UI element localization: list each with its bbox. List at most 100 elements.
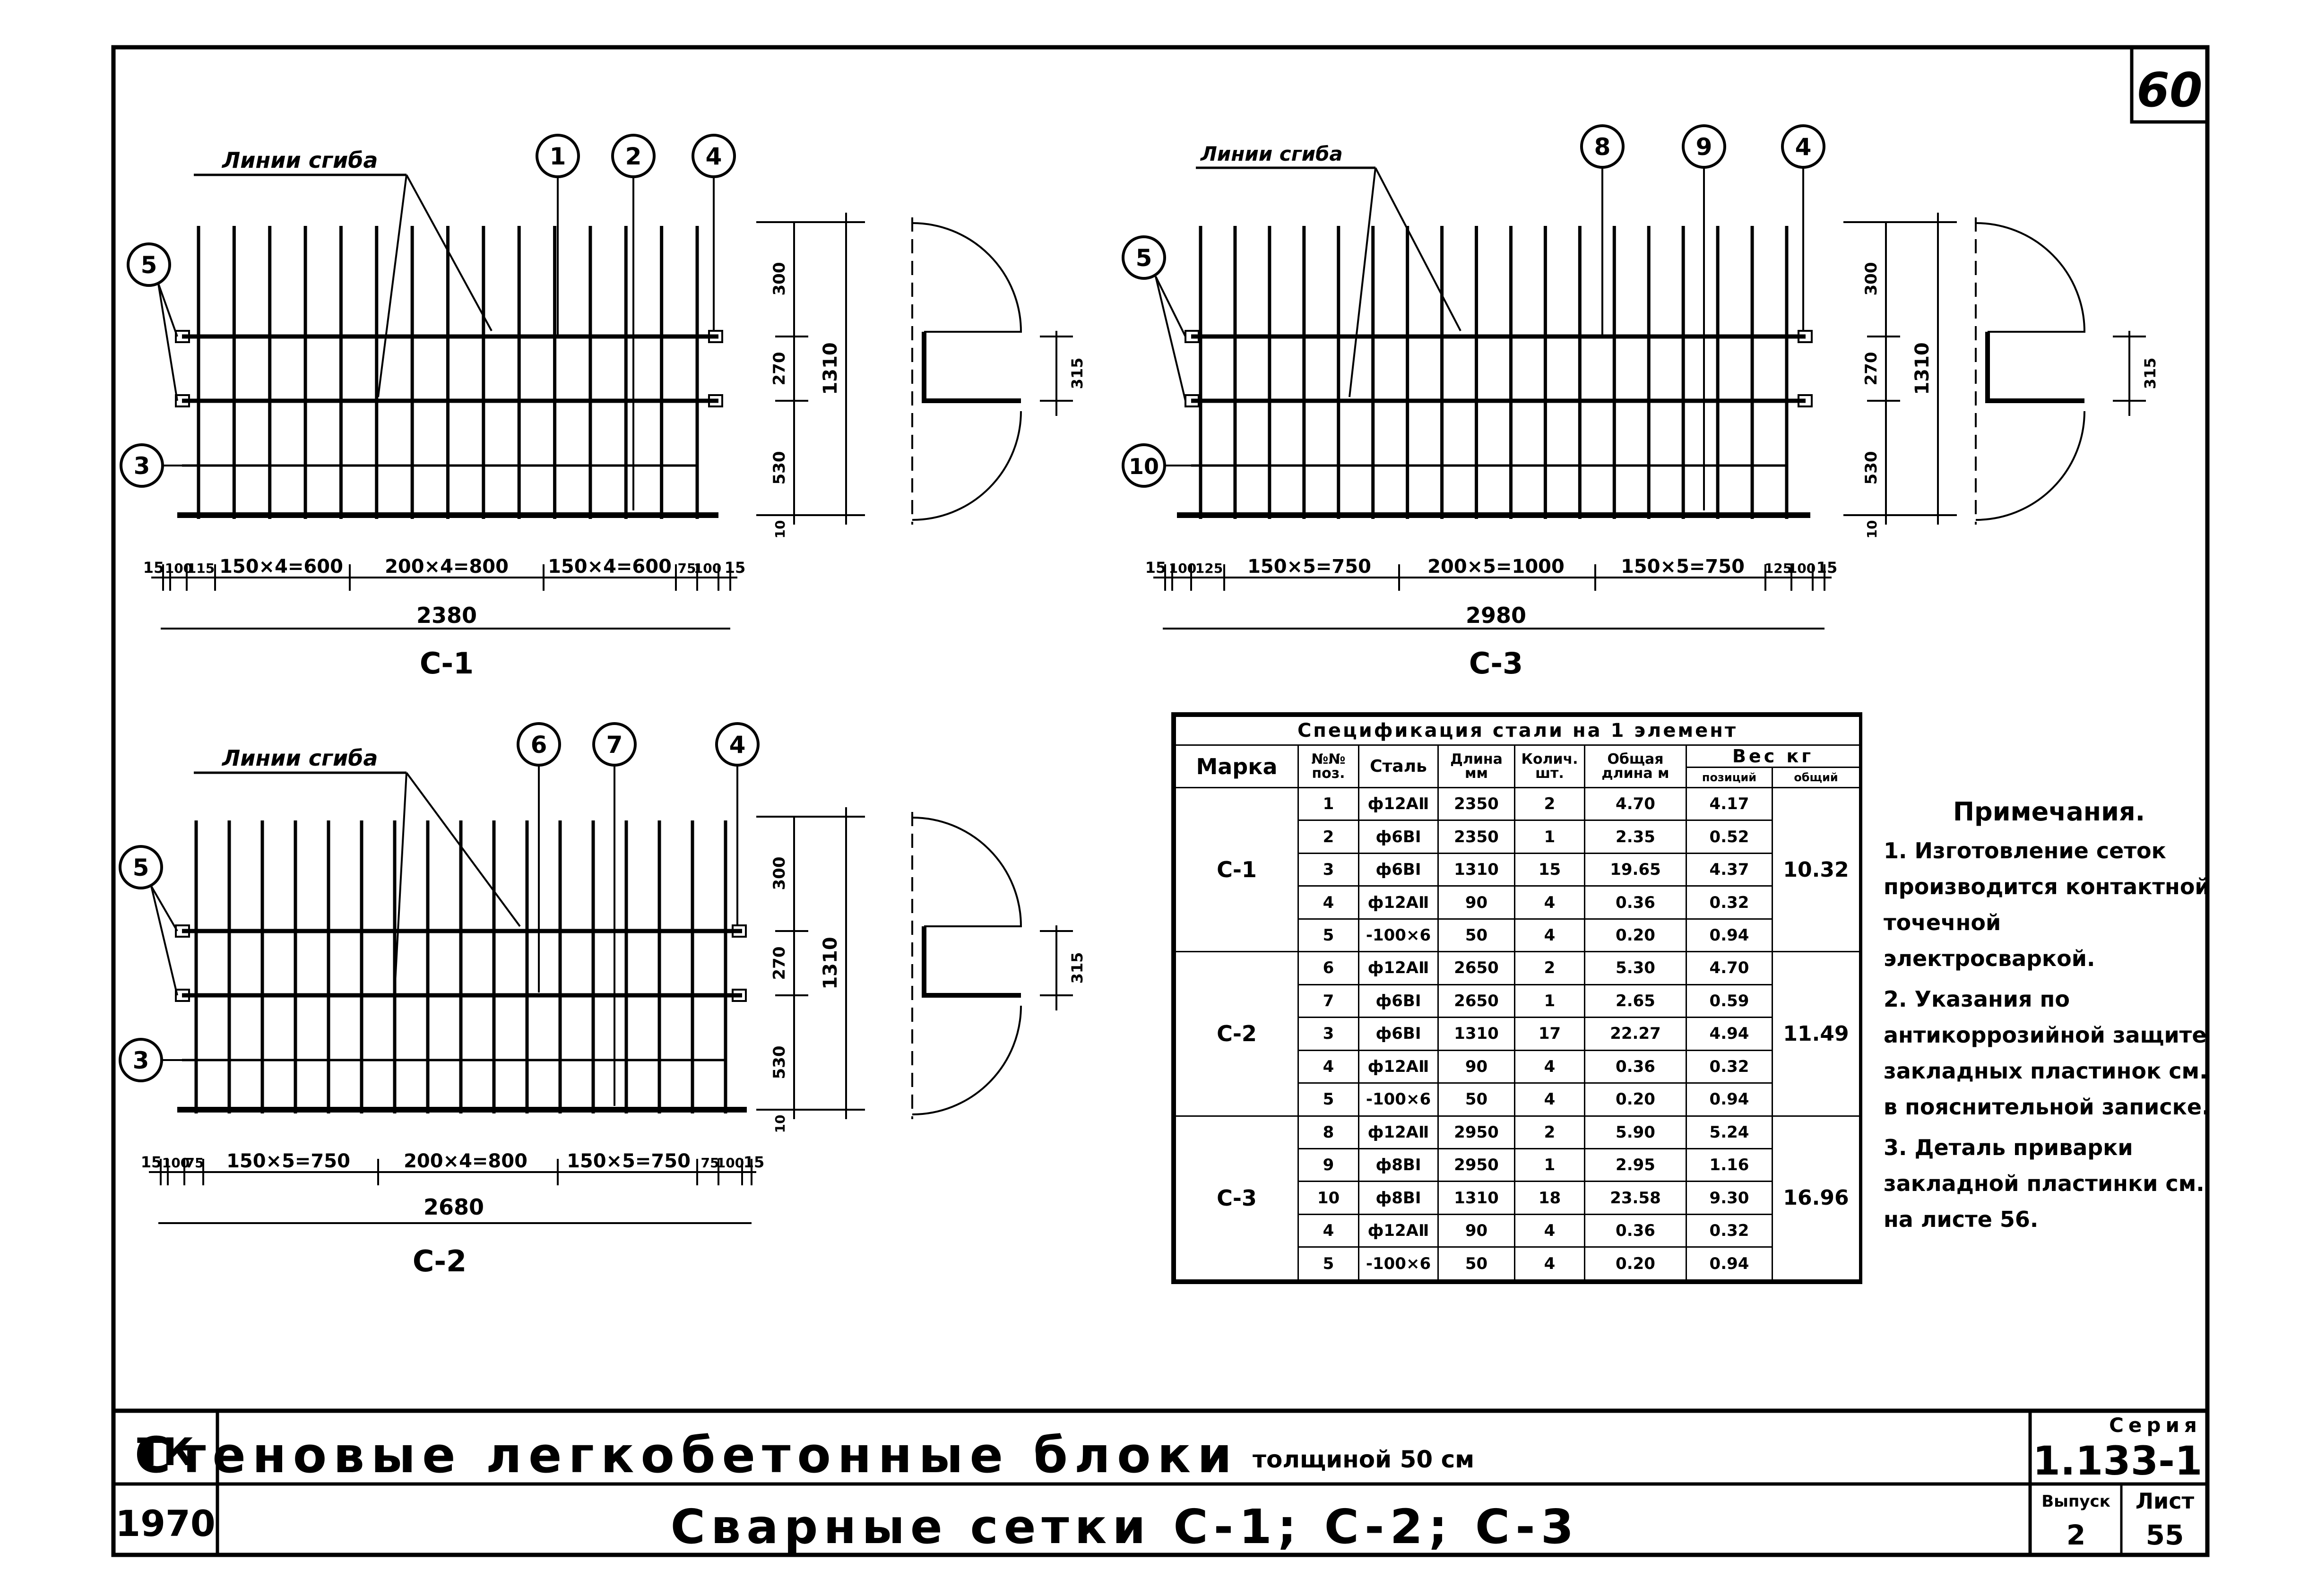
plate-c1-l2 (175, 394, 190, 407)
spec-cell: 1310 (1437, 1017, 1515, 1051)
sheet-value: 55 (2146, 1519, 2184, 1551)
spec-cell: 5 (1297, 1082, 1359, 1117)
steel-spec-table: Спецификация стали на 1 элемент Марка №№… (1171, 712, 1862, 1284)
svg-text:100: 100 (1169, 561, 1196, 576)
spec-mark: С-1 (1175, 786, 1299, 953)
hdr-length: Длина мм (1437, 744, 1515, 788)
svg-text:300: 300 (770, 857, 789, 890)
spec-cell: 0.36 (1584, 885, 1687, 920)
svg-text:10: 10 (772, 1115, 788, 1133)
bend-lines-label-c2: Линии сгиба (221, 745, 378, 771)
svg-text:100: 100 (717, 1155, 744, 1171)
spec-cell: ф12АⅡ (1358, 1049, 1439, 1084)
svg-text:115: 115 (187, 561, 215, 576)
svg-text:300: 300 (1862, 262, 1881, 296)
title-suffix: толщиной 50 см (1253, 1446, 1474, 1473)
svg-text:530: 530 (1862, 451, 1881, 485)
spec-cell: 0.94 (1686, 918, 1773, 953)
mesh-name-c3: С-3 (1469, 646, 1523, 681)
svg-text:9: 9 (1696, 133, 1712, 161)
spec-cell: 4 (1297, 1049, 1359, 1084)
svg-text:3: 3 (134, 452, 150, 480)
svg-text:315: 315 (1068, 358, 1086, 389)
plate-c1-l1 (175, 330, 190, 343)
spec-cell: 4 (1514, 1082, 1585, 1117)
issue-value: 2 (2067, 1519, 2085, 1551)
spec-cell: 4.37 (1686, 852, 1773, 887)
spec-cell: ф6ВⅠ (1358, 983, 1439, 1018)
svg-text:125: 125 (1195, 561, 1223, 576)
org-label: ТК (137, 1430, 194, 1474)
spec-cell: 4 (1297, 885, 1359, 920)
spec-cell: 90 (1437, 1213, 1515, 1248)
year-label: 1970 (115, 1502, 216, 1544)
spec-cell: ф12АⅡ (1358, 1213, 1439, 1248)
svg-text:530: 530 (770, 451, 789, 485)
spec-cell: 1 (1297, 786, 1359, 821)
spec-cell: 0.32 (1686, 1213, 1773, 1248)
spec-cell: 1 (1514, 983, 1585, 1018)
spec-cell: -100×6 (1358, 1246, 1439, 1281)
spec-cell: ф6ВⅠ (1358, 820, 1439, 854)
svg-text:4: 4 (729, 731, 746, 759)
spec-cell: 50 (1437, 918, 1515, 953)
spec-cell: 50 (1437, 1082, 1515, 1117)
svg-text:2: 2 (625, 143, 642, 170)
svg-text:100: 100 (1788, 561, 1816, 576)
bend-lines-label-c3: Линии сгиба (1200, 142, 1343, 165)
spec-cell: 2 (1297, 820, 1359, 854)
spec-cell: 0.94 (1686, 1082, 1773, 1117)
title-sub: Сварные сетки С-1; С-2; С-3 (671, 1499, 1580, 1554)
svg-text:315: 315 (1068, 952, 1086, 984)
svg-text:1310: 1310 (820, 937, 841, 989)
spec-cell: 22.27 (1584, 1017, 1687, 1051)
mesh-name-c2: С-2 (413, 1244, 467, 1278)
svg-text:10: 10 (772, 520, 788, 539)
spec-cell: 4 (1514, 1213, 1585, 1248)
spec-cell: 90 (1437, 1049, 1515, 1084)
mesh-drawing-c3: Линии сгиба 8 9 4 5 10 15 100 125 150×5=… (1122, 124, 2159, 681)
spec-cell: 4 (1514, 885, 1585, 920)
spec-cell: -100×6 (1358, 918, 1439, 953)
svg-text:3: 3 (133, 1047, 149, 1074)
svg-text:10: 10 (1129, 454, 1159, 479)
svg-text:1310: 1310 (1911, 342, 1933, 395)
spec-cell: 2 (1514, 786, 1585, 821)
spec-cell: 1310 (1437, 1181, 1515, 1215)
svg-text:270: 270 (770, 352, 789, 386)
spec-total-weight: 10.32 (1771, 786, 1861, 953)
spec-cell: ф8ВⅠ (1358, 1147, 1439, 1182)
svg-text:125: 125 (1764, 561, 1792, 576)
svg-text:75: 75 (701, 1155, 719, 1171)
spec-cell: 2.95 (1584, 1147, 1687, 1182)
title-block: ТК 1970 Стеновые легкобетонные блоки тол… (113, 1408, 2207, 1555)
spec-cell: 2.35 (1584, 820, 1687, 854)
spec-cell: 90 (1437, 885, 1515, 920)
svg-text:10: 10 (1864, 520, 1880, 539)
svg-text:1310: 1310 (820, 342, 841, 395)
svg-text:4: 4 (1795, 133, 1812, 161)
note-1: 1. Изготовление сеток производится конта… (1884, 838, 2210, 971)
svg-text:15: 15 (725, 559, 746, 577)
spec-caption: Спецификация стали на 1 элемент (1174, 716, 1861, 746)
bend-lines-label-c1: Линии сгиба (221, 147, 378, 173)
svg-text:15: 15 (1145, 559, 1167, 577)
sheet-frame (111, 45, 2210, 1557)
total-dim-c1: 2380 (416, 603, 477, 628)
spec-cell: 23.58 (1584, 1181, 1687, 1215)
spec-cell: 0.20 (1584, 1082, 1687, 1117)
svg-text:15: 15 (1816, 559, 1838, 577)
spec-cell: 2.65 (1584, 983, 1687, 1018)
spec-cell: 18 (1514, 1181, 1585, 1215)
spec-cell: 2650 (1437, 951, 1515, 985)
spec-cell: 2650 (1437, 983, 1515, 1018)
svg-text:4: 4 (706, 143, 722, 170)
svg-text:5: 5 (141, 251, 157, 279)
